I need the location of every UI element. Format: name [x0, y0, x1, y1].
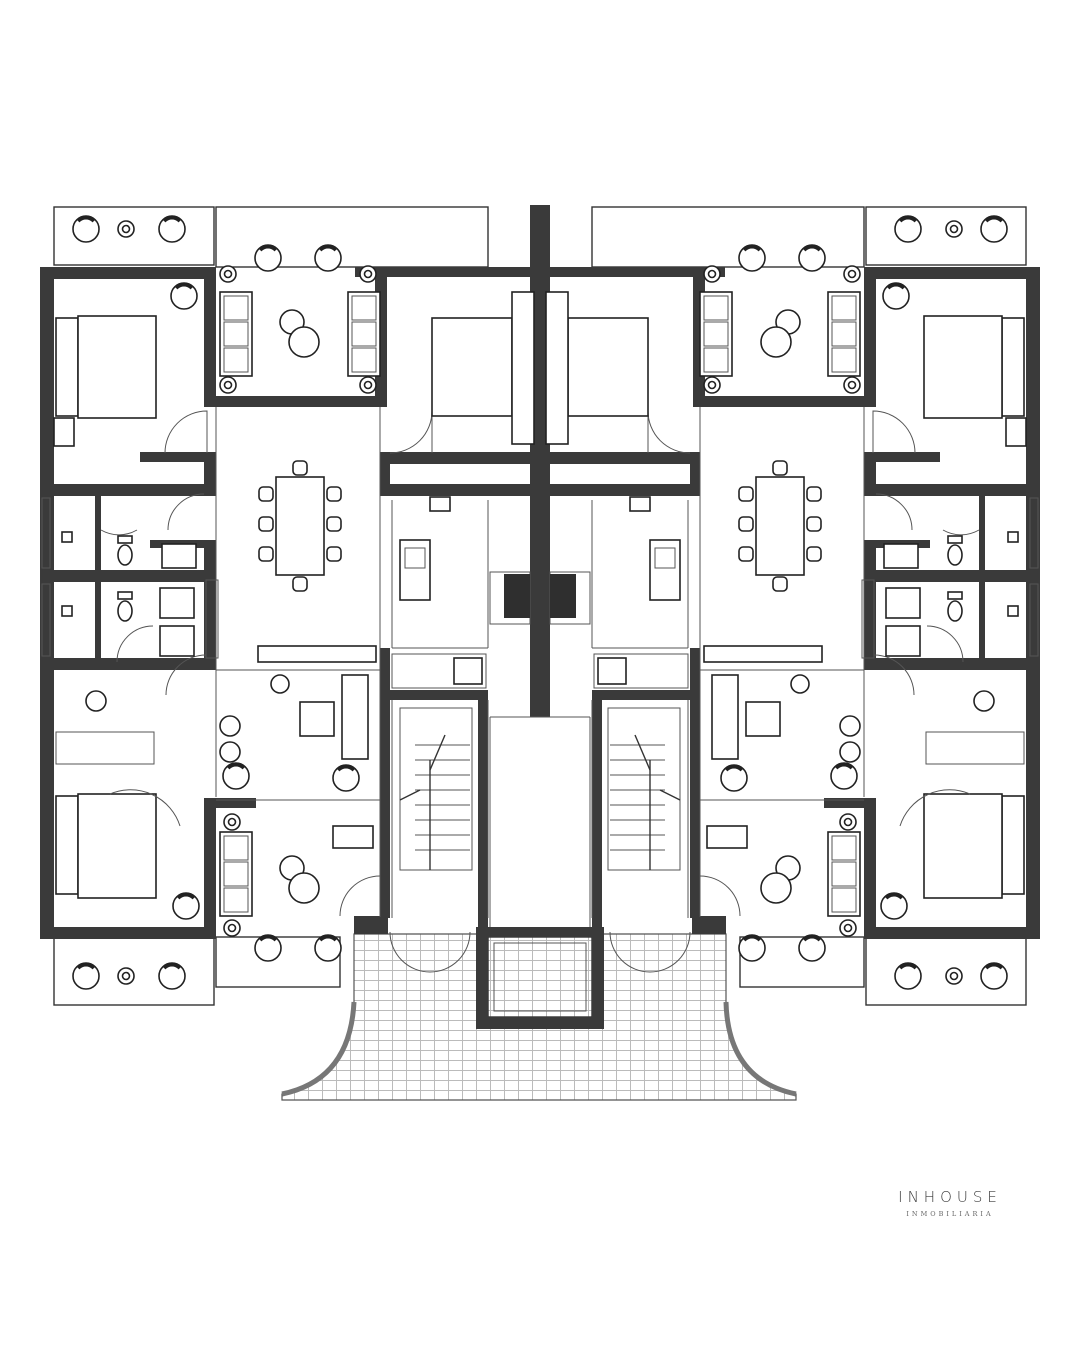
brand-logo: INHOUSE INMOBILIARIA — [870, 1188, 1030, 1218]
logo-brand-text: INHOUSE — [898, 1188, 1002, 1206]
logo-subtitle-text: INMOBILIARIA — [906, 1210, 994, 1218]
